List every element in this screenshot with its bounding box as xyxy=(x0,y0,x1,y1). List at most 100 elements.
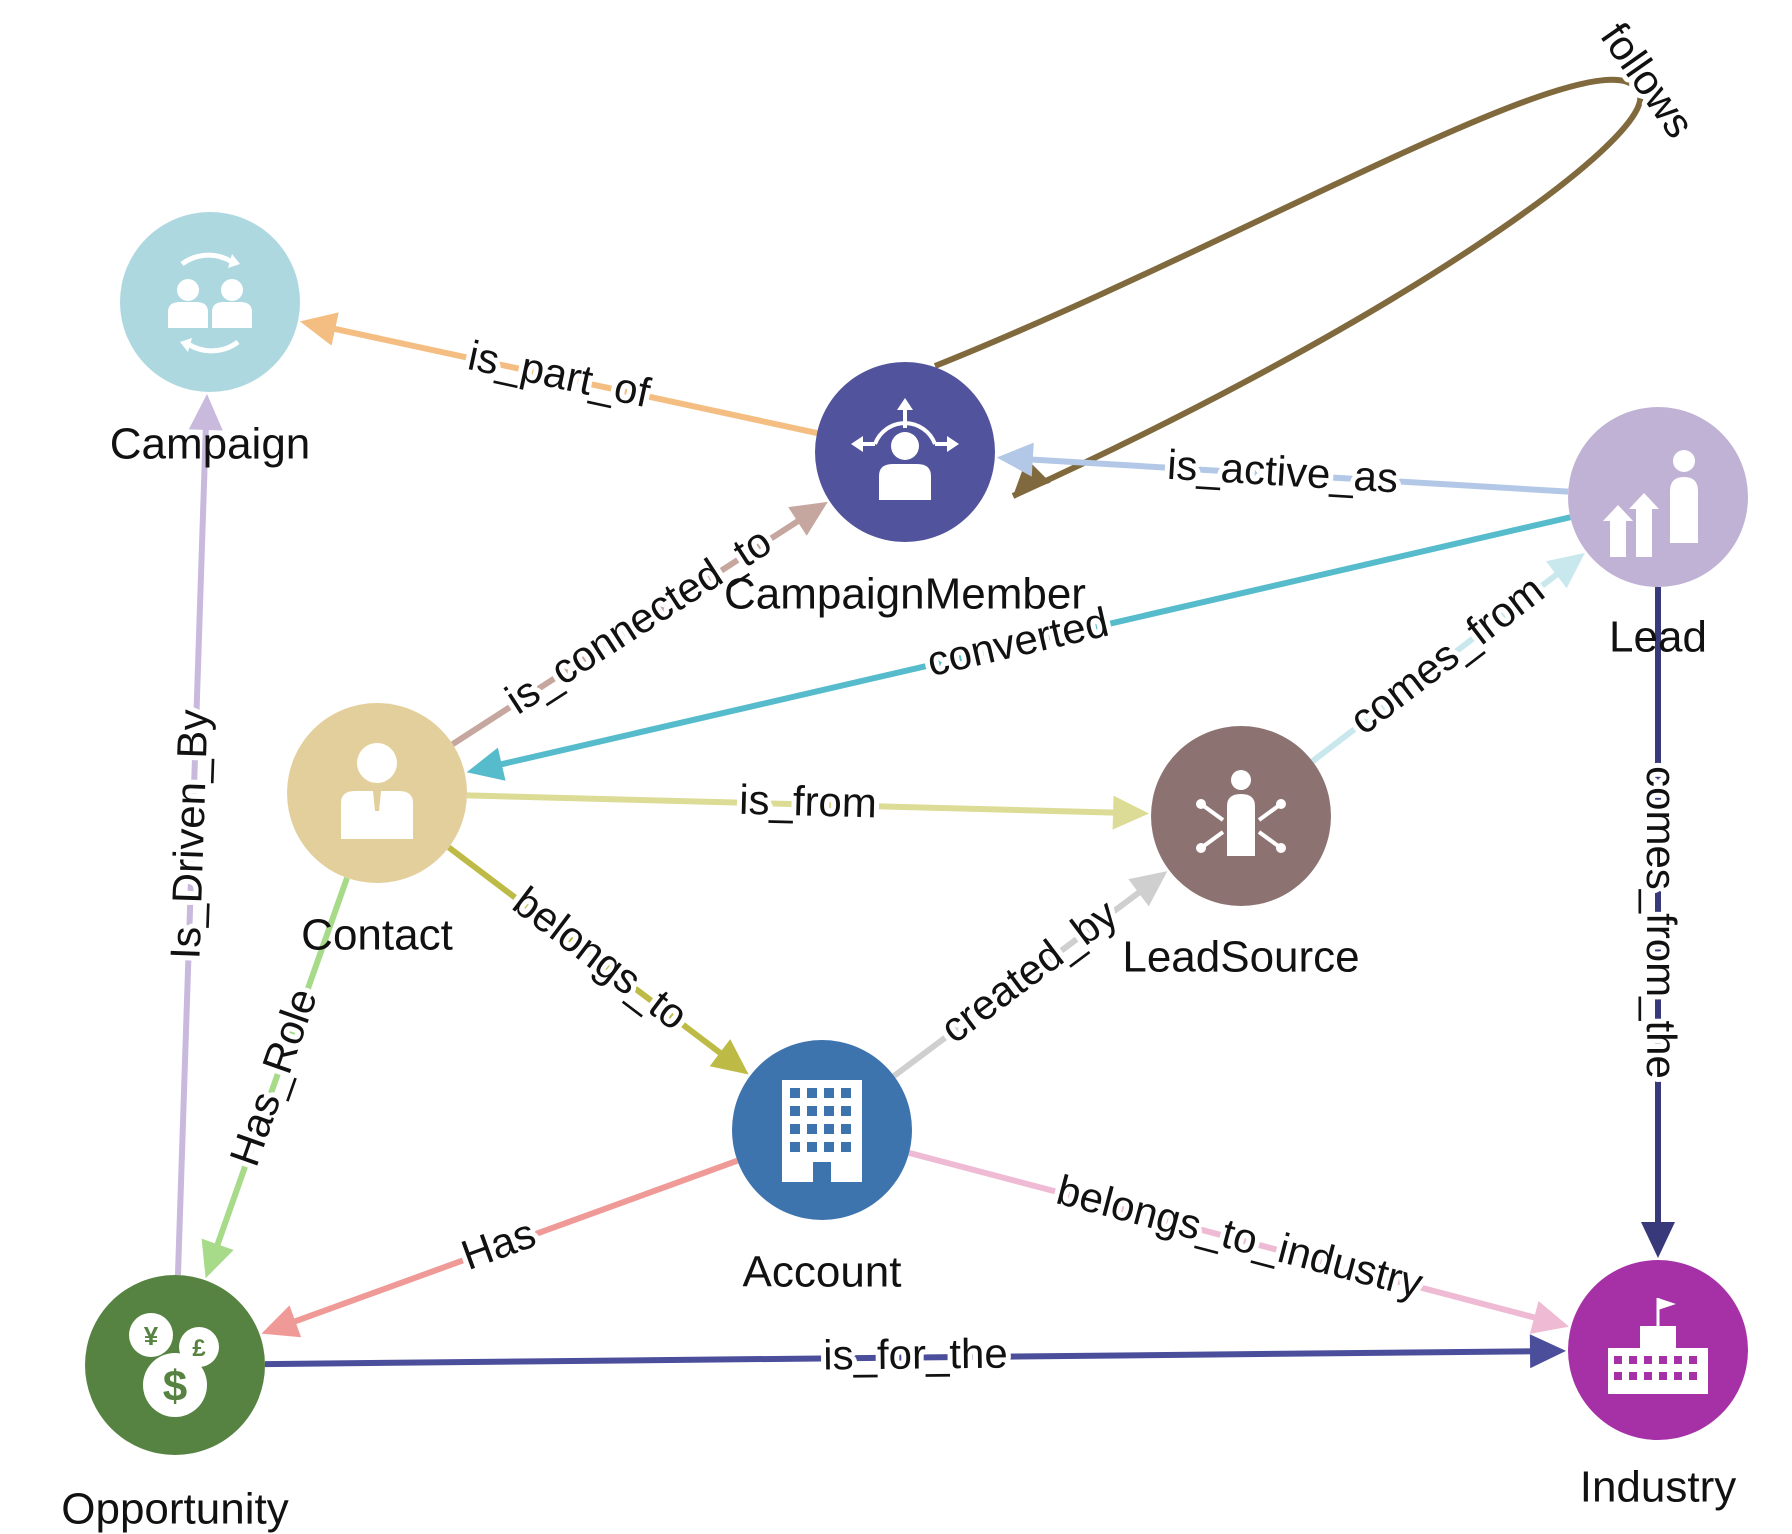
edge-belongs-to-industry-line xyxy=(908,1150,1541,1322)
currency-coins-icon: ¥ £$ xyxy=(129,1313,219,1417)
factory-window xyxy=(1644,1372,1652,1380)
node-contact[interactable]: Contact xyxy=(287,703,467,960)
edge-comes-from-line xyxy=(1310,568,1563,764)
building-window xyxy=(807,1106,817,1116)
edge-follows-line xyxy=(933,76,1644,499)
edge-is-driven-by-label: Is_Driven_By xyxy=(161,709,216,960)
factory-window xyxy=(1629,1372,1637,1380)
factory-window xyxy=(1674,1372,1682,1380)
team-member-head xyxy=(177,279,199,301)
edge-has-label: Has xyxy=(455,1209,541,1279)
edge-created-by-arrowhead xyxy=(1128,871,1168,907)
team-member-body xyxy=(168,302,208,328)
factory-window xyxy=(1614,1372,1622,1380)
person-arrows-icon xyxy=(851,398,959,500)
node-industry[interactable]: Industry xyxy=(1568,1260,1748,1512)
edge-has-role-label: Has_Role xyxy=(220,982,326,1172)
building-window xyxy=(824,1088,834,1098)
edge-is-from-arrowhead xyxy=(1112,795,1150,830)
building-window xyxy=(841,1088,851,1098)
factory-tower xyxy=(1640,1326,1676,1350)
yen-glyph: ¥ xyxy=(144,1321,159,1351)
team-member-head xyxy=(221,279,243,301)
edge-is-for-the-label: is_for_the xyxy=(823,1330,1008,1379)
team-member-body xyxy=(212,302,252,328)
cycle-arc-top xyxy=(180,252,234,267)
node-lead-label: Lead xyxy=(1609,613,1707,662)
edge-is-from-label: is_from xyxy=(739,776,878,827)
node-campaignmember-label: CampaignMember xyxy=(724,570,1086,619)
edge-created-by-line xyxy=(892,886,1146,1079)
dollar-glyph: $ xyxy=(163,1362,187,1411)
edge-is-active-as-line xyxy=(1026,456,1569,495)
edge-is-connected-to-line xyxy=(450,515,805,747)
edge-converted-arrowhead xyxy=(466,747,506,781)
edge-comes-from-arrowhead xyxy=(1546,552,1585,589)
factory-window xyxy=(1629,1356,1637,1364)
cycle-arrowhead-top xyxy=(228,254,240,268)
person-head xyxy=(1673,450,1695,472)
edge-is-from-line xyxy=(466,792,1120,816)
pound-glyph: £ xyxy=(192,1335,206,1362)
node-leadsource[interactable]: LeadSource xyxy=(1122,726,1360,982)
building-window xyxy=(790,1088,800,1098)
building-window xyxy=(807,1124,817,1134)
arrow-up-head xyxy=(897,398,913,410)
node-campaign[interactable]: Campaign xyxy=(110,212,311,469)
flag xyxy=(1658,1298,1676,1310)
edge-comes-from-the-arrowhead xyxy=(1641,1222,1675,1258)
factory-window xyxy=(1689,1372,1697,1380)
building-window xyxy=(790,1106,800,1116)
node-account-label: Account xyxy=(743,1248,902,1297)
factory-window xyxy=(1674,1356,1682,1364)
building-window xyxy=(824,1106,834,1116)
edge-follows-arrowhead xyxy=(1013,458,1051,496)
person-icon xyxy=(341,743,413,839)
arrow-right-head xyxy=(947,436,959,452)
edge-is-driven-by-line xyxy=(174,423,209,1276)
edges-layer xyxy=(174,76,1675,1369)
node-industry-label: Industry xyxy=(1580,1463,1737,1512)
node-contact-label: Contact xyxy=(301,911,453,960)
growth-arrow-head xyxy=(1603,505,1633,521)
node-opportunity[interactable]: ¥ £$ Opportunity xyxy=(61,1275,289,1534)
person-head xyxy=(1231,770,1251,790)
factory-window xyxy=(1659,1356,1667,1364)
edge-is-part-of-label: is_part_of xyxy=(464,331,655,416)
edge-is-active-as-arrowhead xyxy=(996,442,1034,477)
building-icon xyxy=(782,1080,862,1182)
edge-is-active-as-label: is_active_as xyxy=(1166,441,1400,502)
building-window xyxy=(807,1088,817,1098)
edge-comes-from-the-label: comes_from_the xyxy=(1638,766,1685,1079)
growth-bar xyxy=(1636,507,1652,557)
node-account[interactable]: Account xyxy=(732,1040,912,1297)
person-head xyxy=(357,743,397,783)
growth-bar xyxy=(1610,519,1626,557)
node-campaignmember[interactable]: CampaignMember xyxy=(724,362,1086,619)
node-lead-circle[interactable] xyxy=(1568,407,1748,587)
edge-is-for-the-arrowhead xyxy=(1529,1334,1567,1369)
edge-is-connected-to-arrowhead xyxy=(788,501,828,536)
yen-coin xyxy=(129,1313,173,1357)
growth-arrow-head xyxy=(1629,493,1659,509)
edge-belongs-to-industry-label: belongs_to_industry xyxy=(1052,1166,1428,1307)
building-window xyxy=(841,1106,851,1116)
node-lead[interactable]: Lead xyxy=(1568,407,1748,662)
person-tie xyxy=(373,791,381,811)
node-opportunity-label: Opportunity xyxy=(61,1485,288,1534)
edge-has-role-line xyxy=(212,876,350,1251)
team-cycle-icon xyxy=(168,252,252,354)
factory-base xyxy=(1608,1348,1708,1394)
distribute-arrow-tip xyxy=(1196,843,1206,853)
node-campaign-circle[interactable] xyxy=(120,212,300,392)
person-distribute-icon xyxy=(1196,770,1286,856)
edge-is-for-the-line xyxy=(264,1348,1537,1368)
cycle-arc-bottom xyxy=(186,339,240,354)
edge-belongs-to-industry-arrowhead xyxy=(1529,1300,1570,1334)
building-door xyxy=(813,1162,831,1182)
building-window xyxy=(790,1124,800,1134)
edge-belongs-to-label: belongs_to xyxy=(505,877,697,1039)
edge-is-driven-by-arrowhead xyxy=(188,393,223,431)
